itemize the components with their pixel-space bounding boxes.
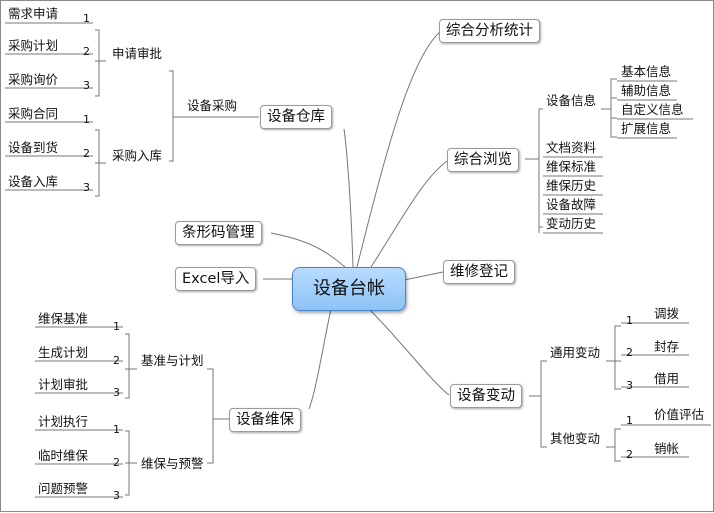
subtopic-purchase-inbound[interactable]: 采购入库 — [112, 148, 163, 163]
subtopic-maintenance-warning[interactable]: 维保与预警 — [141, 456, 204, 471]
subtopic-baseline-plan[interactable]: 基准与计划 — [141, 353, 204, 368]
leaf-transfer[interactable]: 调拨 — [654, 306, 680, 321]
subtopic-common-change[interactable]: 通用变动 — [550, 345, 601, 360]
leaf-equipment-fault[interactable]: 设备故障 — [546, 197, 597, 212]
topic-comprehensive-statistics[interactable]: 综合分析统计 — [439, 19, 540, 43]
leaf-equipment-storage[interactable]: 设备入库 — [8, 174, 59, 189]
leaf-purchase-contract[interactable]: 采购合同 — [8, 106, 59, 121]
leaf-number: 2 — [83, 45, 90, 58]
leaf-number: 2 — [113, 456, 120, 469]
leaf-change-history[interactable]: 变动历史 — [546, 216, 597, 231]
topic-repair-registration[interactable]: 维修登记 — [443, 260, 515, 284]
leaf-write-off[interactable]: 销帐 — [654, 441, 680, 456]
leaf-generate-plan[interactable]: 生成计划 — [38, 345, 89, 360]
leaf-maintenance-history[interactable]: 维保历史 — [546, 178, 597, 193]
central-topic[interactable]: 设备台帐 — [292, 267, 406, 311]
leaf-extended-info[interactable]: 扩展信息 — [621, 121, 672, 136]
leaf-value-assessment[interactable]: 价值评估 — [654, 407, 705, 422]
leaf-number: 1 — [626, 414, 633, 427]
topic-equipment-warehouse[interactable]: 设备仓库 — [260, 105, 332, 129]
topic-excel-import[interactable]: Excel导入 — [175, 267, 257, 291]
leaf-number: 3 — [626, 379, 633, 392]
leaf-number: 3 — [113, 489, 120, 502]
leaf-maintenance-baseline[interactable]: 维保基准 — [38, 311, 89, 326]
leaf-temporary-maintenance[interactable]: 临时维保 — [38, 448, 89, 463]
topic-barcode-management[interactable]: 条形码管理 — [175, 221, 262, 245]
topic-equipment-change[interactable]: 设备变动 — [450, 384, 522, 408]
leaf-number: 1 — [83, 113, 90, 126]
subtopic-apply-approval[interactable]: 申请审批 — [112, 46, 163, 61]
leaf-number: 1 — [626, 314, 633, 327]
leaf-number: 2 — [626, 448, 633, 461]
leaf-basic-info[interactable]: 基本信息 — [621, 64, 672, 79]
leaf-number: 2 — [113, 354, 120, 367]
leaf-seal[interactable]: 封存 — [654, 339, 680, 354]
leaf-custom-info[interactable]: 自定义信息 — [621, 102, 684, 117]
leaf-plan-approval[interactable]: 计划审批 — [38, 377, 89, 392]
leaf-purchase-inquiry[interactable]: 采购询价 — [8, 72, 59, 87]
subtopic-other-change[interactable]: 其他变动 — [550, 431, 601, 446]
leaf-auxiliary-info[interactable]: 辅助信息 — [621, 83, 672, 98]
leaf-number: 2 — [626, 346, 633, 359]
leaf-borrow[interactable]: 借用 — [654, 371, 680, 386]
leaf-documents[interactable]: 文档资料 — [546, 140, 597, 155]
leaf-number: 3 — [83, 79, 90, 92]
topic-equipment-maintenance[interactable]: 设备维保 — [229, 408, 301, 432]
topic-comprehensive-browse[interactable]: 综合浏览 — [447, 148, 519, 172]
leaf-number: 2 — [83, 147, 90, 160]
subtopic-equipment-purchase[interactable]: 设备采购 — [187, 98, 238, 113]
leaf-equipment-arrival[interactable]: 设备到货 — [8, 140, 59, 155]
leaf-problem-warning[interactable]: 问题预警 — [38, 481, 89, 496]
leaf-number: 1 — [83, 12, 90, 25]
leaf-plan-execution[interactable]: 计划执行 — [38, 414, 89, 429]
leaf-maintenance-standard[interactable]: 维保标准 — [546, 159, 597, 174]
leaf-number: 1 — [113, 320, 120, 333]
leaf-purchase-plan[interactable]: 采购计划 — [8, 38, 59, 53]
leaf-number: 3 — [113, 386, 120, 399]
leaf-number: 1 — [113, 423, 120, 436]
leaf-number: 3 — [83, 181, 90, 194]
leaf-demand-request[interactable]: 需求申请 — [8, 6, 59, 21]
subtopic-equipment-info[interactable]: 设备信息 — [546, 93, 597, 108]
